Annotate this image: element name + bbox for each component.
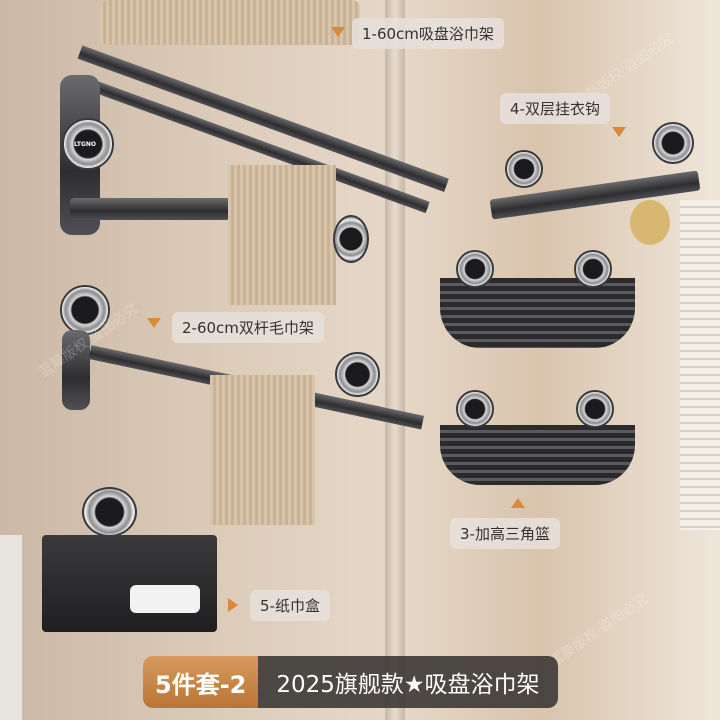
- hanging-towel: [228, 165, 336, 305]
- suction-cup: [333, 215, 369, 263]
- label-item-3: 3-加高三角篮: [450, 518, 560, 549]
- banner-title: 2025旗舰款★吸盘浴巾架: [258, 656, 558, 708]
- tissue-box: [42, 535, 217, 632]
- suction-cup: [82, 487, 137, 537]
- corner-basket-lower: [440, 425, 635, 485]
- bar-bracket: [62, 330, 90, 410]
- label-item-4: 4-双层挂衣钩: [500, 93, 610, 124]
- watermark: 蓝藤版权 盗图必究: [546, 590, 652, 671]
- suction-cup: [574, 250, 612, 288]
- bath-pouf: [630, 200, 670, 245]
- suction-cup: [456, 390, 494, 428]
- brand-logo: LTGNO: [74, 141, 96, 148]
- corner-basket-upper: [440, 278, 635, 348]
- suction-cup: [62, 118, 114, 170]
- pointer-triangle: [331, 27, 345, 37]
- wall-edge: [0, 535, 22, 720]
- window-blinds: [680, 200, 720, 530]
- suction-cup: [576, 390, 614, 428]
- label-item-2: 2-60cm双杆毛巾架: [172, 312, 324, 343]
- folded-towels: [100, 0, 360, 45]
- pointer-triangle: [228, 598, 238, 612]
- pointer-triangle: [511, 498, 525, 508]
- suction-cup: [335, 352, 380, 397]
- set-badge: 5件套-2: [143, 656, 259, 708]
- suction-cup: [505, 150, 543, 188]
- glass-panel: [385, 0, 405, 720]
- hanging-towel: [210, 375, 315, 525]
- label-item-5: 5-纸巾盒: [250, 590, 330, 621]
- pointer-triangle: [147, 318, 161, 328]
- pointer-triangle: [612, 127, 626, 137]
- hook-bar: [70, 198, 230, 220]
- title-banner: 5件套-2 2025旗舰款★吸盘浴巾架: [143, 656, 558, 708]
- label-item-1: 1-60cm吸盘浴巾架: [352, 18, 504, 49]
- suction-cup: [652, 122, 694, 164]
- tissue: [130, 585, 200, 613]
- suction-cup: [456, 250, 494, 288]
